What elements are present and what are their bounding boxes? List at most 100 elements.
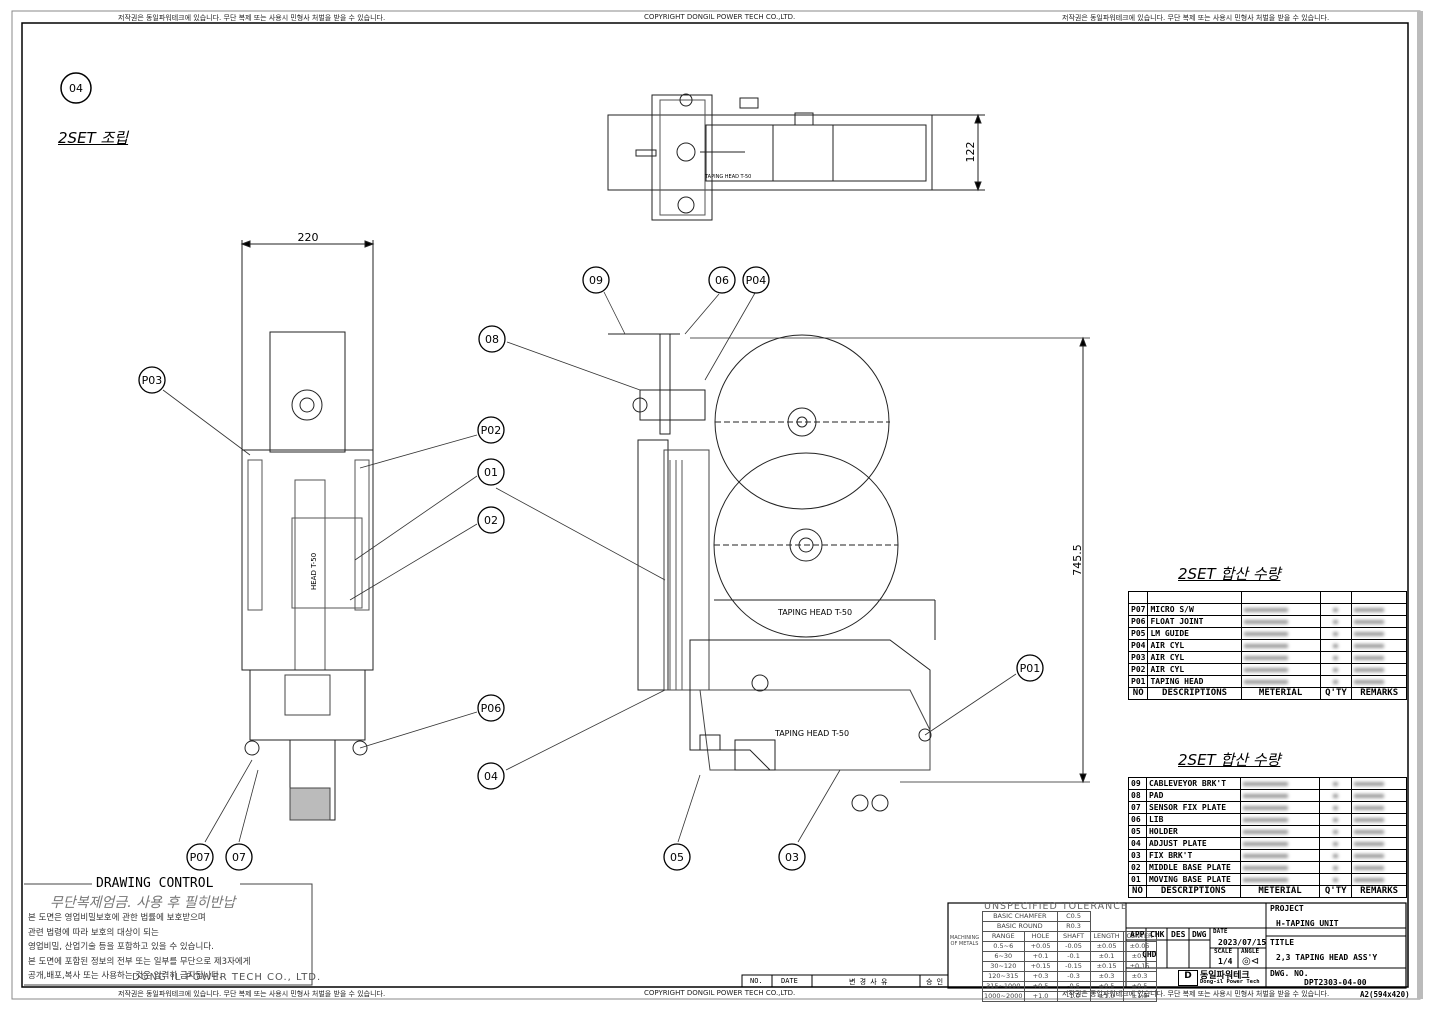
date-label: DATE	[1213, 928, 1228, 935]
balloon-p07: P07	[186, 843, 214, 871]
third-angle-projection-icon: ◎⊲	[1242, 956, 1260, 967]
part-qty-redacted	[1319, 873, 1353, 886]
svg-text:P03: P03	[142, 374, 163, 387]
tolerance-row: 315~1000+0.5-0.5±0.5±0.5	[982, 981, 1157, 992]
chk-label: CHK	[1150, 930, 1165, 939]
table-header-row: NO DESCRIPTIONS METERIAL Q'TY REMARKS	[1128, 885, 1407, 898]
part-material-redacted	[1239, 801, 1321, 814]
dimension-220: 220	[298, 231, 319, 244]
drawing-control-line: 공개,배포,복사 또는 사용하는 것은 엄격히 금지됩니다.	[28, 971, 222, 981]
svg-text:04: 04	[484, 770, 498, 783]
company-logo-icon: D	[1178, 970, 1198, 986]
part-no: 06	[1128, 813, 1147, 826]
tolerance-header: LENGTH	[1089, 931, 1124, 942]
part-qty-redacted	[1319, 849, 1353, 862]
part-qty-redacted	[1319, 801, 1353, 814]
tolerance-row: 1000~2000+1.0-1.0±1.0±1.0	[982, 991, 1157, 1002]
part-no: 04	[1128, 837, 1147, 850]
angle-label: ANGLE	[1241, 948, 1260, 955]
balloon-02: 02	[477, 506, 505, 534]
part-description: AIR CYL	[1147, 639, 1242, 652]
tolerance-cell: ±0.1	[1089, 951, 1124, 962]
part-remarks-redacted	[1351, 837, 1407, 850]
sheet-balloon: 04	[60, 72, 92, 104]
part-remarks-redacted	[1351, 639, 1407, 652]
part-remarks-redacted	[1351, 813, 1407, 826]
revision-block	[741, 974, 949, 988]
part-description: SENSOR FIX PLATE	[1145, 801, 1241, 814]
part-qty-redacted	[1319, 861, 1353, 874]
part-remarks-redacted	[1351, 663, 1407, 676]
svg-text:07: 07	[232, 851, 246, 864]
part-material-redacted	[1239, 873, 1321, 886]
table-row: P05 LM GUIDE	[1127, 627, 1407, 640]
drawing-control-line: 관련 법령에 따라 보호의 대상이 되는	[28, 927, 159, 938]
part-no: P01	[1127, 675, 1149, 688]
drawing-control-frame	[24, 883, 313, 986]
title-label: TITLE	[1270, 938, 1295, 947]
tolerance-cell: ±0.5	[1089, 981, 1124, 992]
part-qty-redacted	[1319, 603, 1353, 616]
drawing-control-line: 본 도면은 영업비밀보호에 관한 법률에 보호받으며	[28, 913, 206, 923]
svg-text:09: 09	[589, 274, 603, 287]
part-description: MIDDLE BASE PLATE	[1145, 861, 1241, 874]
balloon-03: 03	[778, 843, 806, 871]
part-qty-redacted	[1319, 675, 1353, 688]
scale-value: 1/4	[1218, 957, 1233, 966]
tolerance-cell: 0.5~6	[982, 941, 1025, 952]
drawing-control-line: 본 도면에 포함된 정보의 전부 또는 일부를 무단으로 제3자에게	[28, 956, 251, 967]
left-view	[240, 240, 375, 821]
part-remarks-redacted	[1351, 651, 1407, 664]
table-row: 08 PAD	[1128, 789, 1407, 802]
table-row: 04 ADJUST PLATE	[1128, 837, 1407, 850]
table-row: P04 AIR CYL	[1127, 639, 1407, 652]
svg-text:02: 02	[484, 514, 498, 527]
balloon-06: 06	[708, 266, 736, 294]
tolerance-cell: 6~30	[982, 951, 1025, 962]
leader-lines	[162, 291, 1017, 843]
svg-text:01: 01	[484, 466, 498, 479]
project-value: H-TAPING UNIT	[1276, 919, 1339, 928]
tolerance-cell: ±0.05	[1089, 941, 1124, 952]
part-description: LM GUIDE	[1147, 627, 1242, 640]
tolerance-header: RANGE	[982, 931, 1025, 942]
header-no: NO	[1128, 885, 1147, 898]
company-name: DONG IL POWER TECH CO., LTD.	[132, 972, 322, 983]
part-qty-redacted	[1319, 639, 1353, 652]
chamfer-label: BASIC CHAMFER	[982, 911, 1058, 922]
part-remarks-redacted	[1351, 603, 1407, 616]
part-description: FLOAT JOINT	[1147, 615, 1242, 628]
tolerance-cell: ±0.3	[1089, 971, 1124, 982]
tolerance-cell: ±0.15	[1089, 961, 1124, 972]
part-material-redacted	[1239, 789, 1321, 802]
tolerance-cell: -0.05	[1056, 941, 1091, 952]
part-description: PAD	[1145, 789, 1241, 802]
tolerance-cell: -0.5	[1056, 981, 1091, 992]
tolerance-cell: ±1.0	[1089, 991, 1124, 1002]
part-no: P02	[1127, 663, 1149, 676]
svg-text:P07: P07	[190, 851, 211, 864]
header-material: METERIAL	[1240, 687, 1321, 700]
table-row: P07 MICRO S/W	[1127, 603, 1407, 616]
tolerance-cell: -0.1	[1056, 951, 1091, 962]
tolerance-cell: 30~120	[982, 961, 1025, 972]
svg-text:08: 08	[485, 333, 499, 346]
view-label: TAPING HEAD T-50	[774, 729, 849, 738]
part-no: P06	[1127, 615, 1149, 628]
header-copyright: COPYRIGHT DONGIL POWER TECH CO.,LTD.	[644, 13, 796, 21]
footer-notice-left: 저작권은 동일파워테크에 있습니다. 무단 복제 또는 사용시 민형사 처벌을 …	[118, 990, 386, 998]
part-material-redacted	[1240, 651, 1321, 664]
part-qty-redacted	[1319, 837, 1353, 850]
round-label: BASIC ROUND	[982, 921, 1058, 932]
revision-reason-header: 변 경 사 유	[849, 978, 888, 986]
part-material-redacted	[1240, 627, 1321, 640]
table-row: 06 LIB	[1128, 813, 1407, 826]
tolerance-cell: ±0.15	[1122, 961, 1157, 972]
table-row: 03 FIX BRK'T	[1128, 849, 1407, 862]
part-qty-redacted	[1319, 627, 1353, 640]
balloon-p06: P06	[477, 694, 505, 722]
part-material-redacted	[1240, 675, 1321, 688]
